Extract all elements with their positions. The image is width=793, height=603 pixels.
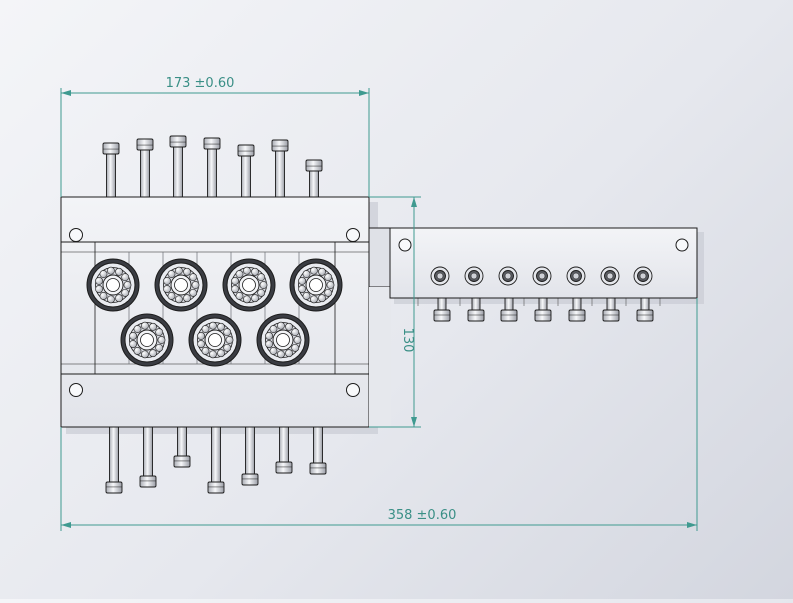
bearing-wheel [154,258,208,312]
mounting-hole [346,383,360,397]
manifold-ports [430,266,653,286]
manifold-screw [467,297,485,322]
housing-connector-block [368,227,392,288]
manifold-screw [568,297,586,322]
manifold-port [566,266,586,286]
bearing-wheel [86,258,140,312]
socket-cap-screw [305,159,323,198]
housing-outline [60,196,370,428]
mounting-hole [69,228,83,242]
manifold-port [464,266,484,286]
manifold-port [633,266,653,286]
manifold-screw [636,297,654,322]
socket-cap-screw [207,426,225,494]
straightener-bearings [86,258,343,367]
bearing-wheel [289,258,343,312]
mounting-hole [69,383,83,397]
socket-cap-screw [271,139,289,198]
mounting-hole [675,238,689,252]
socket-cap-screw [275,426,293,474]
dimension-lines [60,88,698,531]
socket-cap-screw [139,426,157,488]
socket-cap-screw [105,426,123,494]
manifold-block [389,227,698,299]
bearing-wheel [120,313,174,367]
socket-cap-screw [169,135,187,198]
bearing-wheel [188,313,242,367]
socket-cap-screw [309,426,327,475]
manifold-screw [602,297,620,322]
manifold-underside [417,298,661,306]
manifold-outline [389,227,698,299]
manifold-port [532,266,552,286]
main-housing [60,196,392,428]
mounting-hole [346,228,360,242]
socket-cap-screw [102,142,120,198]
dim-top-width-label: 173 ±0.60 [166,76,235,91]
manifold-port [498,266,518,286]
socket-cap-screw [237,144,255,198]
manifold-screw [500,297,518,322]
mounting-hole [398,238,412,252]
dim-height-label: 130 [400,328,415,353]
top-socket-cap-screws [102,135,323,198]
dim-total-width-label: 358 ±0.60 [388,508,457,523]
manifold-port [430,266,450,286]
bottom-socket-cap-screws [105,426,327,494]
socket-cap-screw [241,426,259,486]
manifold-screws [417,297,661,322]
socket-cap-screw [136,138,154,198]
manifold-port [600,266,620,286]
bearing-wheel [256,313,310,367]
dimension-labels: 173 ±0.60 130 358 ±0.60 [166,76,457,523]
bearing-wheel [222,258,276,312]
socket-cap-screw [203,137,221,198]
mounting-holes [69,228,360,397]
